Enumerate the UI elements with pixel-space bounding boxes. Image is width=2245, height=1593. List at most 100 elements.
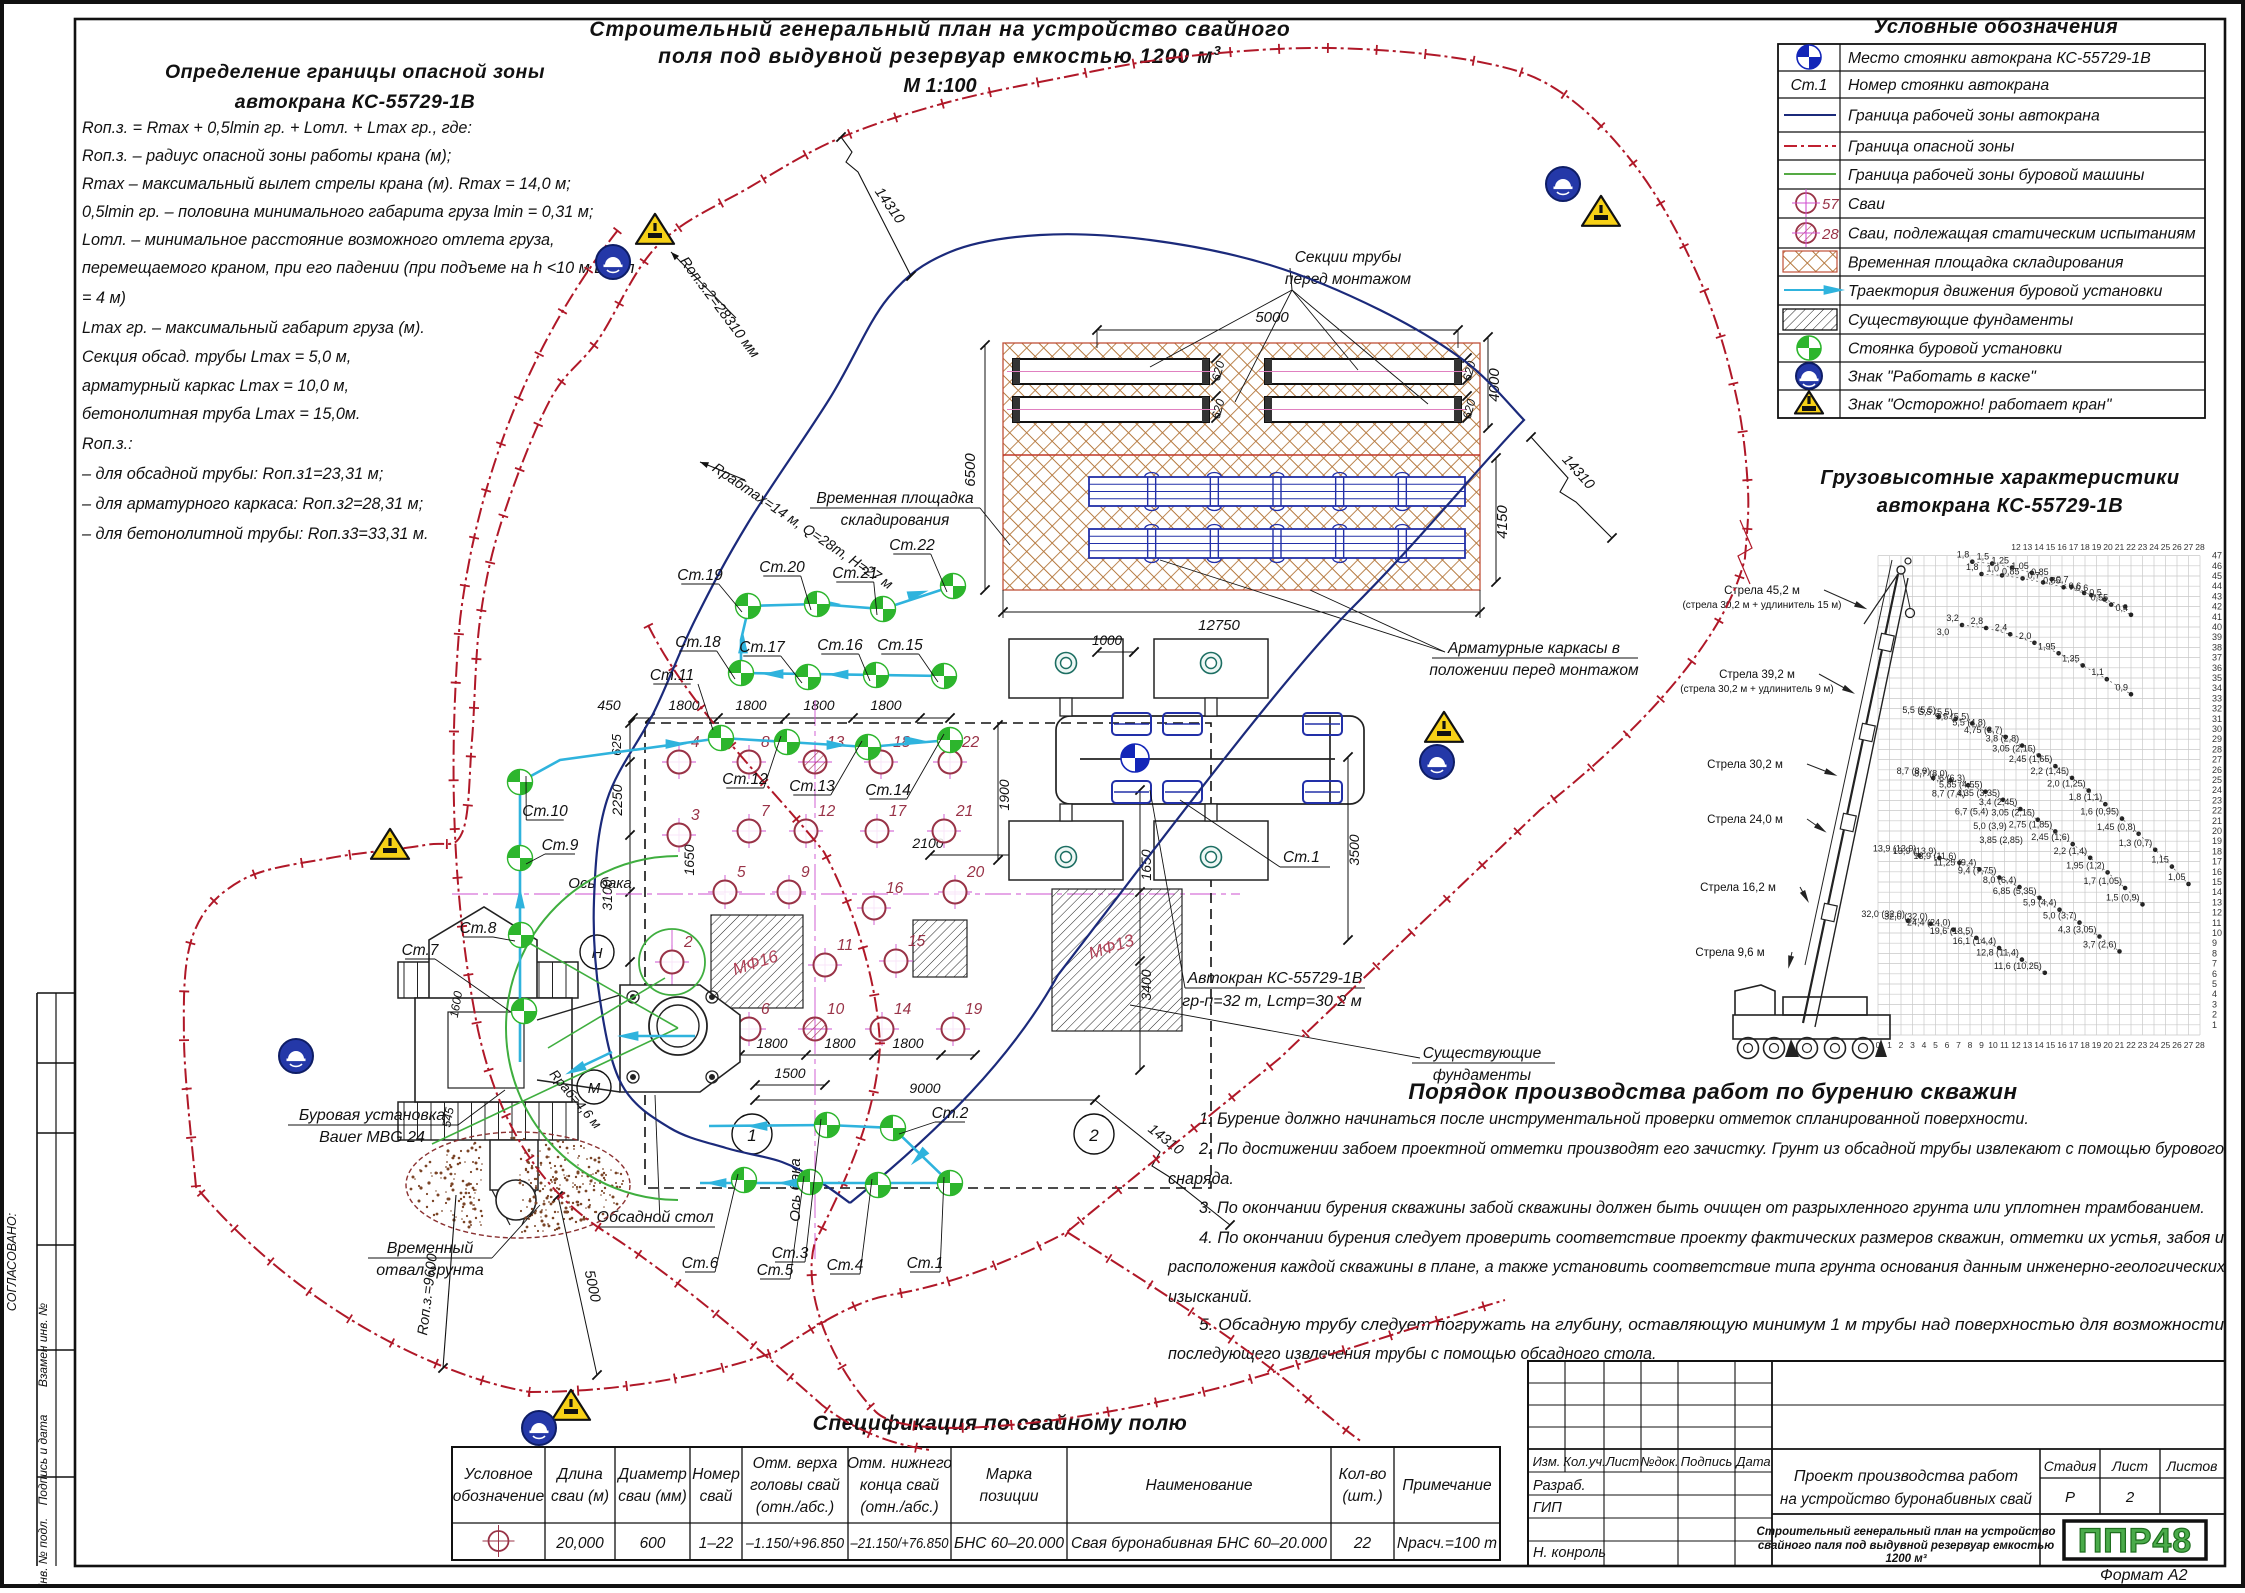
svg-text:5,0 (3,7): 5,0 (3,7) <box>2043 911 2077 921</box>
svg-text:2,2 (1,4): 2,2 (1,4) <box>2054 846 2088 856</box>
svg-text:37: 37 <box>2212 653 2222 663</box>
svg-text:свайного паля под выдувной рез: свайного паля под выдувной резервуар емк… <box>1758 1540 2054 1552</box>
svg-text:Ст.11: Ст.11 <box>650 667 694 684</box>
svg-text:Определение границы опасной зо: Определение границы опасной зоны <box>165 61 545 83</box>
svg-text:1800: 1800 <box>824 1035 855 1051</box>
svg-text:– для бетонолитной трубы: Rоп.: – для бетонолитной трубы: Rоп.з3=33,31 м… <box>81 525 428 543</box>
svg-text:(стрела 30,2 м + удлинитель 9: (стрела 30,2 м + удлинитель 9 м) <box>1680 684 1834 695</box>
svg-text:Bauer MBG 24: Bauer MBG 24 <box>319 1129 425 1146</box>
svg-text:Длина: Длина <box>555 1466 603 1483</box>
svg-text:26: 26 <box>2172 542 2182 552</box>
svg-text:22: 22 <box>2126 542 2136 552</box>
svg-text:обозначение: обозначение <box>453 1488 545 1505</box>
svg-text:23: 23 <box>2212 795 2222 805</box>
svg-text:1500: 1500 <box>774 1065 805 1081</box>
svg-text:1800: 1800 <box>870 697 901 713</box>
svg-text:2: 2 <box>1088 1126 1099 1145</box>
svg-text:36: 36 <box>2212 663 2222 673</box>
svg-text:Изм.: Изм. <box>1533 1454 1561 1469</box>
svg-text:Свая буронабивная БНС 60–20.00: Свая буронабивная БНС 60–20.000 <box>1071 1535 1327 1552</box>
svg-text:Существующие фундаменты: Существующие фундаменты <box>1848 312 2074 329</box>
svg-text:6500: 6500 <box>962 453 979 487</box>
svg-text:14: 14 <box>2034 542 2044 552</box>
svg-text:Стрела 9,6 м: Стрела 9,6 м <box>1695 947 1764 959</box>
svg-text:Грузовысотные характеристики: Грузовысотные характеристики <box>1820 467 2179 489</box>
svg-text:33: 33 <box>2212 693 2222 703</box>
svg-text:Условное: Условное <box>463 1466 533 1483</box>
svg-text:10: 10 <box>827 1001 845 1018</box>
svg-text:15: 15 <box>2046 1040 2056 1050</box>
svg-text:Разраб.: Разраб. <box>1533 1478 1585 1494</box>
svg-text:3: 3 <box>691 807 700 824</box>
svg-text:конца свай: конца свай <box>860 1477 940 1494</box>
svg-text:Rоп.з. – радиус опасной зоны р: Rоп.з. – радиус опасной зоны работы кран… <box>82 147 451 165</box>
svg-text:20: 20 <box>2103 542 2113 552</box>
svg-text:Знак "Осторожно! работает кран: Знак "Осторожно! работает кран" <box>1848 397 2113 414</box>
svg-text:8,7 (7,4): 8,7 (7,4) <box>1932 788 1966 798</box>
svg-text:25: 25 <box>2161 542 2171 552</box>
svg-text:41: 41 <box>2212 612 2222 622</box>
svg-text:9: 9 <box>801 864 810 881</box>
svg-text:28: 28 <box>1821 226 1839 243</box>
svg-text:Листов: Листов <box>2166 1458 2218 1474</box>
svg-text:13: 13 <box>2023 542 2033 552</box>
svg-text:Ст.16: Ст.16 <box>817 637 863 654</box>
svg-text:57: 57 <box>1822 196 1839 213</box>
svg-text:16: 16 <box>886 880 904 897</box>
svg-text:Ст.18: Ст.18 <box>675 634 721 651</box>
svg-text:1800: 1800 <box>756 1035 787 1051</box>
svg-text:2: 2 <box>2212 1010 2217 1020</box>
svg-text:3: 3 <box>1910 1040 1915 1050</box>
svg-text:9: 9 <box>1979 1040 1984 1050</box>
svg-text:600: 600 <box>640 1535 666 1552</box>
svg-text:10: 10 <box>2212 928 2222 938</box>
svg-text:22: 22 <box>1353 1535 1372 1552</box>
svg-text:34: 34 <box>2212 683 2222 693</box>
svg-text:автокрана КС-55729-1В: автокрана КС-55729-1В <box>1877 495 2123 517</box>
svg-text:– для арматурного каркаса: Rоп: – для арматурного каркаса: Rоп.з2=28,31 … <box>81 495 423 513</box>
svg-text:32: 32 <box>2212 704 2222 714</box>
svg-text:21: 21 <box>2115 1040 2125 1050</box>
svg-text:Н. конроль: Н. конроль <box>1533 1545 1606 1561</box>
svg-text:25: 25 <box>2212 775 2222 785</box>
svg-text:20: 20 <box>2103 1040 2113 1050</box>
svg-text:Lотл. – минимальное расстояние: Lотл. – минимальное расстояние возможног… <box>82 231 555 249</box>
svg-text:Строительный генеральный план: Строительный генеральный план на устройс… <box>1757 1526 2056 1538</box>
svg-text:27: 27 <box>2184 542 2194 552</box>
svg-text:3,0: 3,0 <box>1937 627 1950 637</box>
svg-text:15: 15 <box>2046 542 2056 552</box>
svg-text:позиции: позиции <box>980 1488 1039 1505</box>
svg-text:перед монтажом: перед монтажом <box>1285 271 1412 288</box>
svg-text:17: 17 <box>889 803 908 820</box>
svg-text:–1.150/+96.850: –1.150/+96.850 <box>745 1535 845 1552</box>
svg-text:11: 11 <box>2212 918 2221 928</box>
svg-text:М: М <box>588 1080 601 1097</box>
svg-text:свай: свай <box>700 1488 733 1505</box>
svg-text:4000: 4000 <box>1486 368 1503 402</box>
svg-text:8: 8 <box>1968 1040 1973 1050</box>
svg-text:2,75 (1,85): 2,75 (1,85) <box>2009 819 2053 829</box>
svg-text:22: 22 <box>961 734 980 751</box>
svg-text:Сваи, подлежащая статическим и: Сваи, подлежащая статическим испытаниям <box>1848 226 2196 243</box>
svg-text:22: 22 <box>2212 806 2222 816</box>
svg-text:2: 2 <box>2125 1489 2135 1506</box>
svg-text:22: 22 <box>2126 1040 2136 1050</box>
svg-text:11,6 (10,25): 11,6 (10,25) <box>1994 961 2042 971</box>
svg-text:поля под выдувной резервуар ем: поля под выдувной резервуар емкостью 120… <box>658 43 1222 68</box>
svg-text:Ст.15: Ст.15 <box>877 637 923 654</box>
svg-text:21: 21 <box>955 803 973 820</box>
svg-text:18: 18 <box>2212 846 2222 856</box>
svg-text:Стрела 24,0 м: Стрела 24,0 м <box>1707 814 1783 826</box>
svg-text:4: 4 <box>2212 989 2217 999</box>
svg-text:18: 18 <box>2080 1040 2090 1050</box>
svg-text:12: 12 <box>2011 542 2021 552</box>
svg-text:Стоянка буровой установки: Стоянка буровой установки <box>1848 341 2062 358</box>
svg-text:1,5 (0,9): 1,5 (0,9) <box>2106 892 2140 902</box>
svg-text:Лист: Лист <box>1605 1454 1640 1469</box>
svg-text:13: 13 <box>2023 1040 2033 1050</box>
svg-text:8: 8 <box>761 734 770 751</box>
svg-text:24: 24 <box>2149 1040 2159 1050</box>
svg-text:9000: 9000 <box>909 1080 940 1096</box>
svg-text:5000: 5000 <box>1255 309 1289 326</box>
svg-text:1,8: 1,8 <box>1966 562 1979 572</box>
